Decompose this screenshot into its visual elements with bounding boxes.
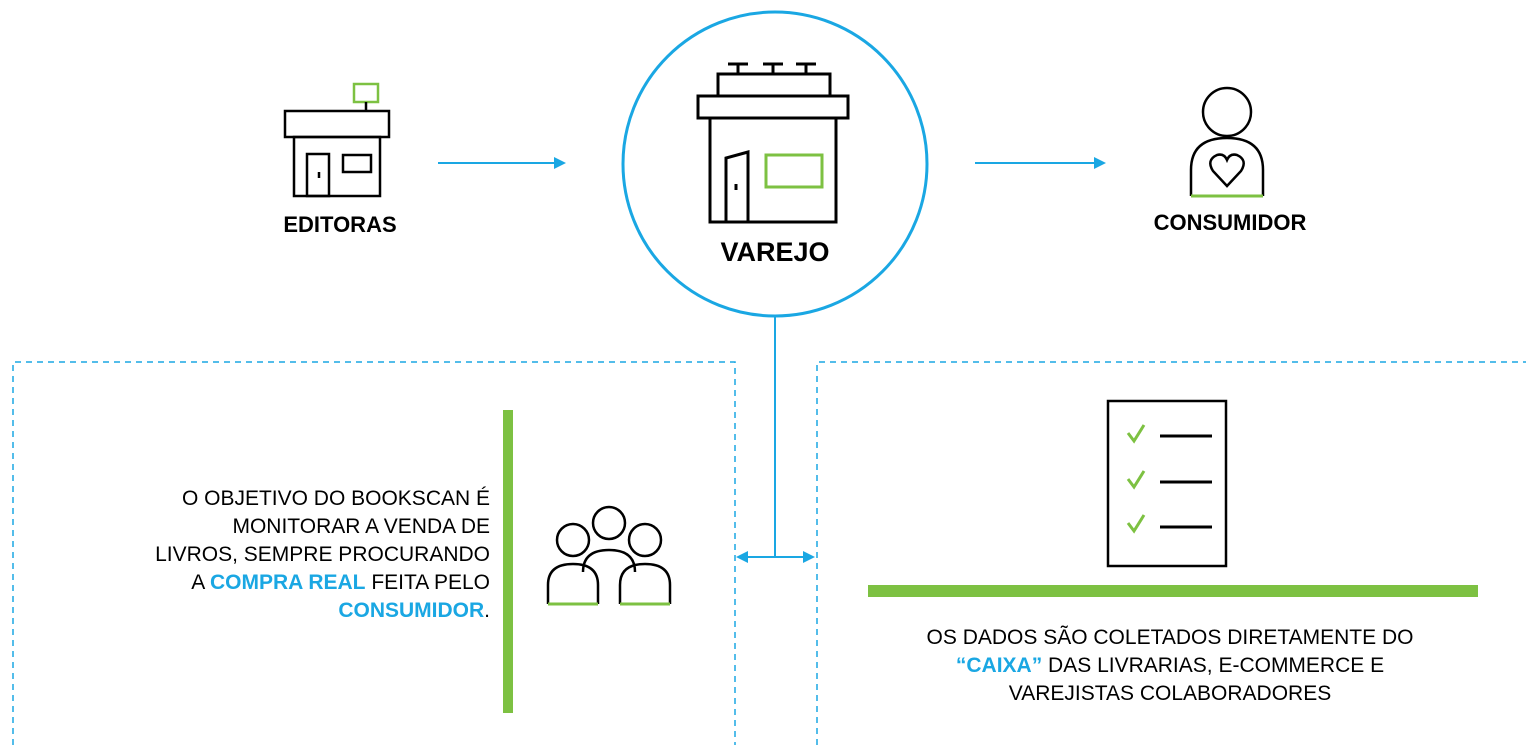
people-group-icon: [546, 505, 672, 606]
right-panel-text: OS DADOS SÃO COLETADOS DIRETAMENTE DO “C…: [840, 624, 1500, 708]
right-line-1: OS DADOS SÃO COLETADOS DIRETAMENTE DO: [926, 626, 1414, 649]
varejo-store-icon: [696, 62, 850, 224]
editoras-label: EDITORAS: [283, 212, 397, 237]
left-line-5-post: .: [484, 599, 490, 622]
varejo-circle: [621, 10, 929, 318]
checklist-icon: [1106, 399, 1228, 568]
double-arrow: [736, 551, 815, 563]
left-line-3: LIVROS, SEMPRE PROCURANDO: [155, 543, 490, 566]
left-line-4-post: FEITA PELO: [365, 571, 490, 594]
arrow-editoras-to-varejo: [438, 157, 566, 169]
varejo-label: VAREJO: [720, 237, 830, 267]
highlight-consumidor: CONSUMIDOR: [338, 599, 485, 622]
highlight-compra-real: COMPRA REAL: [209, 571, 366, 594]
right-green-bar: [868, 585, 1478, 597]
left-line-2: MONITORAR A VENDA DE: [232, 515, 490, 538]
consumidor-person-icon: [1189, 86, 1265, 198]
consumidor-label: CONSUMIDOR: [1153, 210, 1307, 235]
left-green-bar: [503, 410, 513, 713]
left-line-4-pre: A: [191, 571, 210, 594]
arrow-varejo-to-consumidor: [975, 157, 1106, 169]
highlight-caixa: “CAIXA”: [955, 654, 1043, 677]
left-line-4: A COMPRA REAL FEITA PELO: [40, 569, 490, 597]
editoras-store-icon: [283, 82, 391, 198]
right-line-2: “CAIXA” DAS LIVRARIAS, E-COMMERCE E: [840, 652, 1500, 680]
left-line-1: O OBJETIVO DO BOOKSCAN É: [181, 487, 490, 510]
left-line-5: CONSUMIDOR.: [40, 597, 490, 625]
right-line-2-post: DAS LIVRARIAS, E-COMMERCE E: [1042, 654, 1385, 677]
left-panel-text: O OBJETIVO DO BOOKSCAN É MONITORAR A VEN…: [40, 485, 490, 625]
right-line-3: VAREJISTAS COLABORADORES: [1008, 682, 1332, 705]
left-panel-border: [12, 361, 736, 745]
